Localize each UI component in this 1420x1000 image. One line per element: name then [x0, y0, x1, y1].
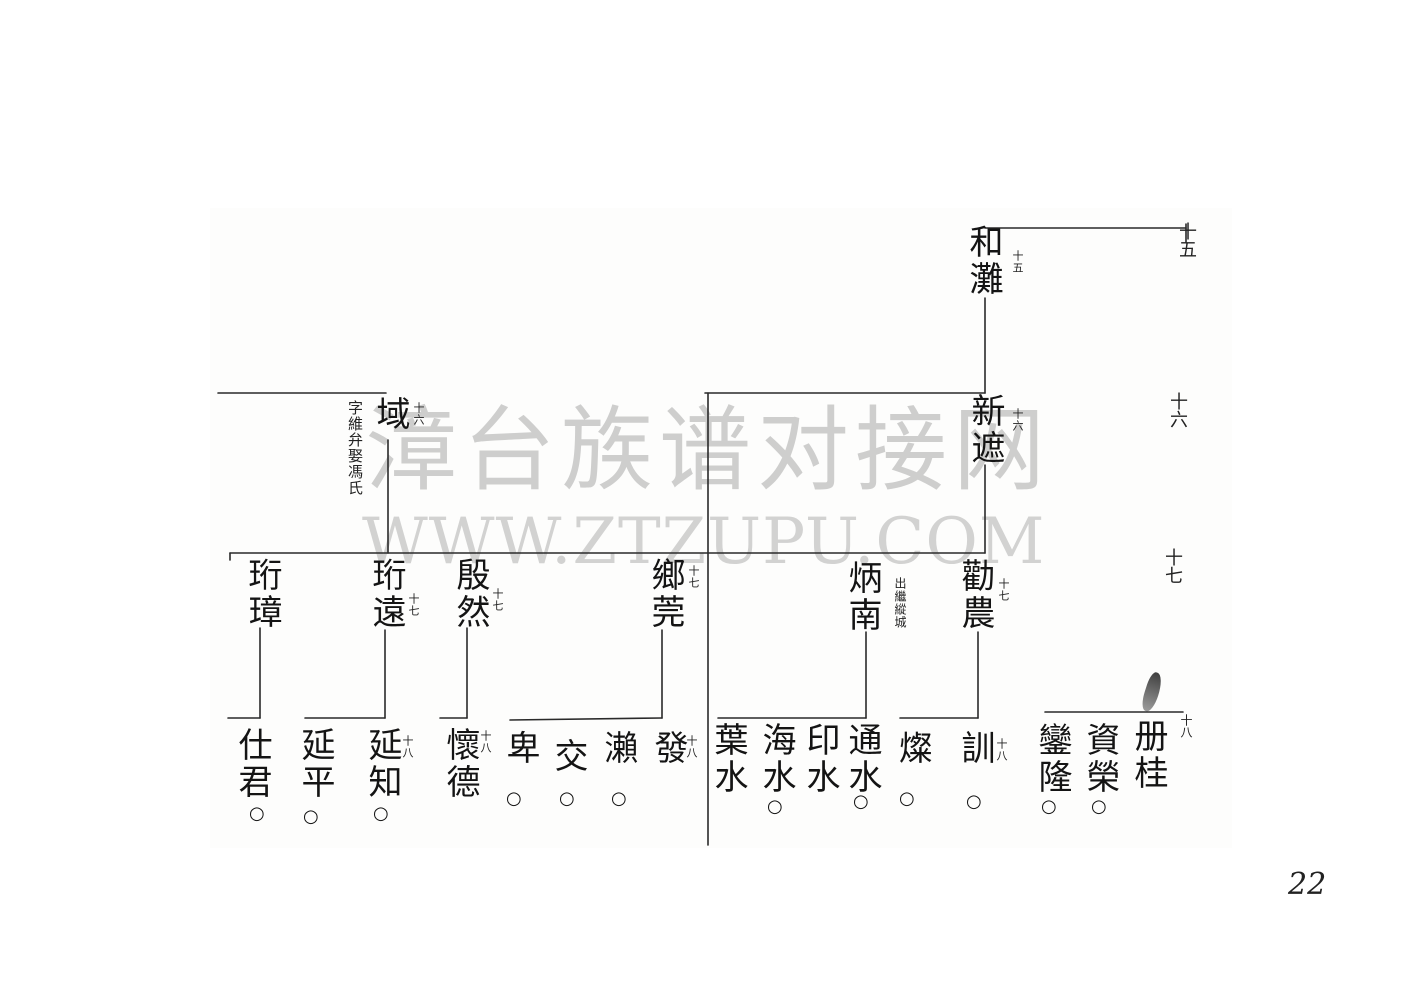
- member-yinshui-name: 印水: [800, 722, 840, 796]
- member-xun-name: 訓: [955, 730, 995, 767]
- member-tongshui-name: 通水: [842, 722, 882, 796]
- member-xun-generation: 十八: [995, 738, 1008, 762]
- member-tongshui-mark: ○: [853, 791, 869, 812]
- member-lai-mark: ○: [611, 788, 627, 809]
- member-quannong-generation: 十七: [997, 578, 1010, 602]
- member-jiao-mark: ○: [559, 788, 575, 809]
- member-hengyuan-generation: 十七: [407, 593, 420, 617]
- member-bei-mark: ○: [506, 788, 522, 809]
- member-fa-generation: 十八: [685, 735, 698, 759]
- member-yinran-generation: 十七: [491, 588, 504, 612]
- generation-marker-16: 十六: [1167, 392, 1188, 428]
- member-cegui-name: 册桂: [1128, 718, 1168, 792]
- member-shijun-name: 仕君: [232, 727, 272, 801]
- member-yeshui-name: 葉水: [708, 722, 748, 796]
- member-huaide-name: 懷德: [440, 727, 480, 801]
- generation-marker-17: 十七: [1162, 548, 1183, 584]
- member-fa-name: 發: [648, 730, 688, 767]
- member-zirong-mark: ○: [1091, 796, 1107, 817]
- member-yanzhi-name: 延知: [362, 727, 402, 801]
- member-xinzhe-generation: 十六: [1011, 408, 1024, 432]
- member-zirong-name: 資榮: [1080, 722, 1120, 796]
- member-yanping-name: 延平: [295, 727, 335, 801]
- generation-marker-18: 十八: [1179, 714, 1193, 738]
- member-luanlong-mark: ○: [1041, 796, 1057, 817]
- member-hetan-generation: 十五: [1011, 250, 1024, 274]
- member-xinzhe-name: 新遮: [965, 393, 1005, 467]
- member-yinran-name: 殷然: [450, 557, 490, 631]
- member-yu-note: 字維弁娶馮氏: [346, 400, 364, 496]
- generation-marker-15: 十五: [1176, 222, 1197, 258]
- member-can-name: 燦: [892, 730, 932, 767]
- member-bingnan-note: 出繼縱城: [893, 577, 907, 629]
- member-yanzhi-mark: ○: [373, 803, 389, 824]
- member-bingnan-name: 炳南: [842, 560, 882, 634]
- member-yanzhi-generation: 十八: [401, 735, 414, 759]
- member-luanlong-name: 鑾隆: [1032, 722, 1072, 796]
- member-hetan-name: 和灘: [963, 224, 1003, 298]
- member-can-mark: ○: [899, 788, 915, 809]
- member-hengzhang-name: 珩璋: [242, 557, 282, 631]
- scanned-sheet: [210, 208, 1232, 848]
- member-haishui-name: 海水: [756, 722, 796, 796]
- member-yu-name: 域: [370, 396, 410, 433]
- member-xiangguan-name: 鄉莞: [645, 557, 685, 631]
- watermark-title: 漳台族谱对接网: [365, 397, 1052, 504]
- member-xiangguan-generation: 十七: [687, 565, 700, 589]
- member-huaide-generation: 十八: [479, 730, 492, 754]
- watermark-url: WWW.ZTZUPU.COM: [362, 505, 1046, 579]
- member-bei-name: 卑: [500, 730, 540, 767]
- member-lai-name: 瀨: [598, 730, 638, 767]
- member-xun-mark: ○: [966, 791, 982, 812]
- member-yu-generation: 十六: [412, 402, 425, 426]
- member-jiao-name: 交: [548, 738, 588, 775]
- page-number: 22: [1288, 867, 1327, 902]
- member-quannong-name: 勸農: [955, 558, 995, 632]
- member-haishui-mark: ○: [767, 796, 783, 817]
- member-hengyuan-name: 珩遠: [366, 557, 406, 631]
- member-yanping-mark: ○: [303, 806, 319, 827]
- member-shijun-mark: ○: [249, 803, 265, 824]
